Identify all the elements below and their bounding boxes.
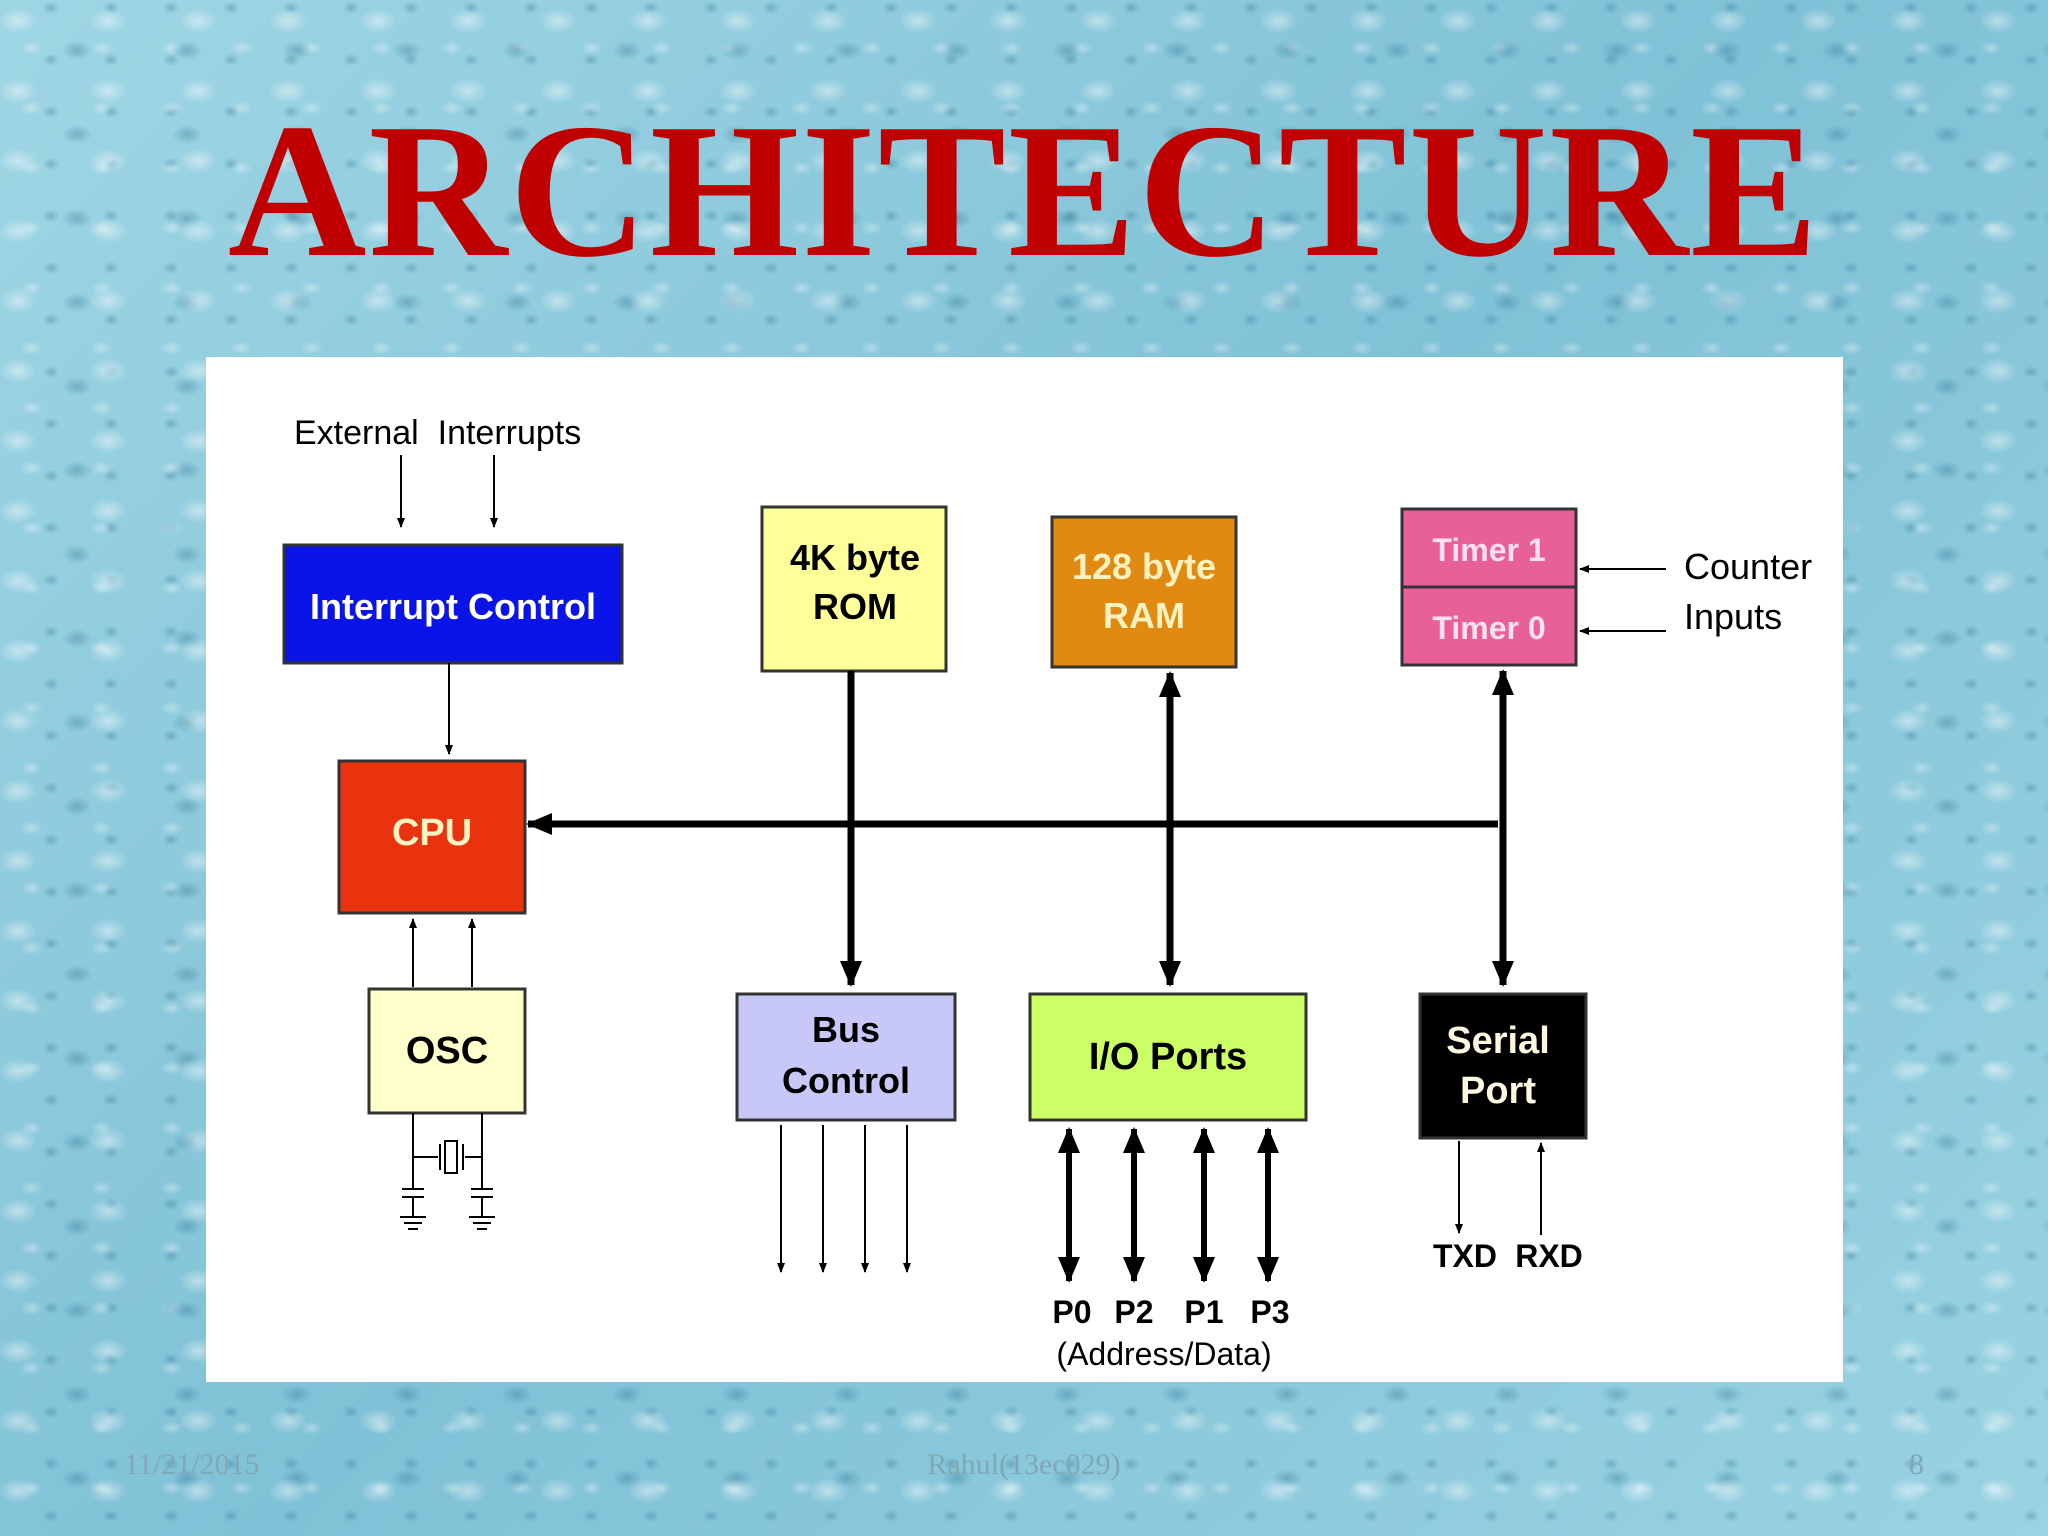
counter-inputs-line2: Inputs <box>1684 596 1782 637</box>
timer0-label: Timer 0 <box>1432 610 1545 646</box>
counter-inputs-line1: Counter <box>1684 546 1812 587</box>
port-label-p2: P2 <box>1114 1294 1153 1330</box>
interrupt-control-label: Interrupt Control <box>310 586 596 627</box>
serial-port-label-line1: Serial <box>1446 1020 1550 1062</box>
io-ports-label: I/O Ports <box>1089 1036 1247 1078</box>
ram-label-line2: RAM <box>1103 595 1185 636</box>
footer-page-number: 8 <box>1909 1448 1924 1481</box>
bus-control-label-line1: Bus <box>812 1009 880 1050</box>
rxd-label: RXD <box>1515 1238 1583 1274</box>
port-label-p0: P0 <box>1052 1294 1091 1330</box>
osc-block <box>367 987 527 1115</box>
footer-date: 11/21/2015 <box>124 1448 260 1481</box>
txd-label: TXD <box>1433 1238 1497 1274</box>
ram-block <box>1050 515 1238 669</box>
timer1-label: Timer 1 <box>1432 532 1545 568</box>
cpu-label: CPU <box>392 812 472 854</box>
io-ports-block <box>1028 992 1308 1122</box>
crystal-oscillator-icon <box>400 1113 495 1230</box>
bus-control-block <box>735 992 957 1122</box>
rom-label-line2: ROM <box>813 586 897 627</box>
rom-block <box>760 505 948 673</box>
rom-label-line1: 4K byte <box>790 537 920 578</box>
serial-port-block <box>1418 992 1588 1140</box>
io-port-arrows <box>1058 1127 1279 1283</box>
serial-port-label-line2: Port <box>1460 1070 1536 1112</box>
port-label-p3: P3 <box>1250 1294 1289 1330</box>
bus-control-label-line2: Control <box>782 1060 910 1101</box>
footer-author: Rahul(13ec029) <box>927 1448 1121 1481</box>
slide-title: ARCHITECTURE <box>227 84 1821 297</box>
ram-label-line1: 128 byte <box>1072 546 1216 587</box>
address-data-label: (Address/Data) <box>1056 1336 1271 1372</box>
diagram-canvas: External Interrupts Interrupt Control CP… <box>282 414 1812 1372</box>
external-interrupts-label: External Interrupts <box>294 414 581 452</box>
cpu-block <box>337 759 527 915</box>
architecture-diagram: External Interrupts Interrupt Control CP… <box>206 357 1843 1382</box>
interrupt-control-block <box>282 543 624 665</box>
timer0-block <box>1400 585 1578 667</box>
osc-label: OSC <box>406 1030 488 1072</box>
port-label-p1: P1 <box>1184 1294 1223 1330</box>
bus-control-output-arrows <box>777 1125 911 1273</box>
